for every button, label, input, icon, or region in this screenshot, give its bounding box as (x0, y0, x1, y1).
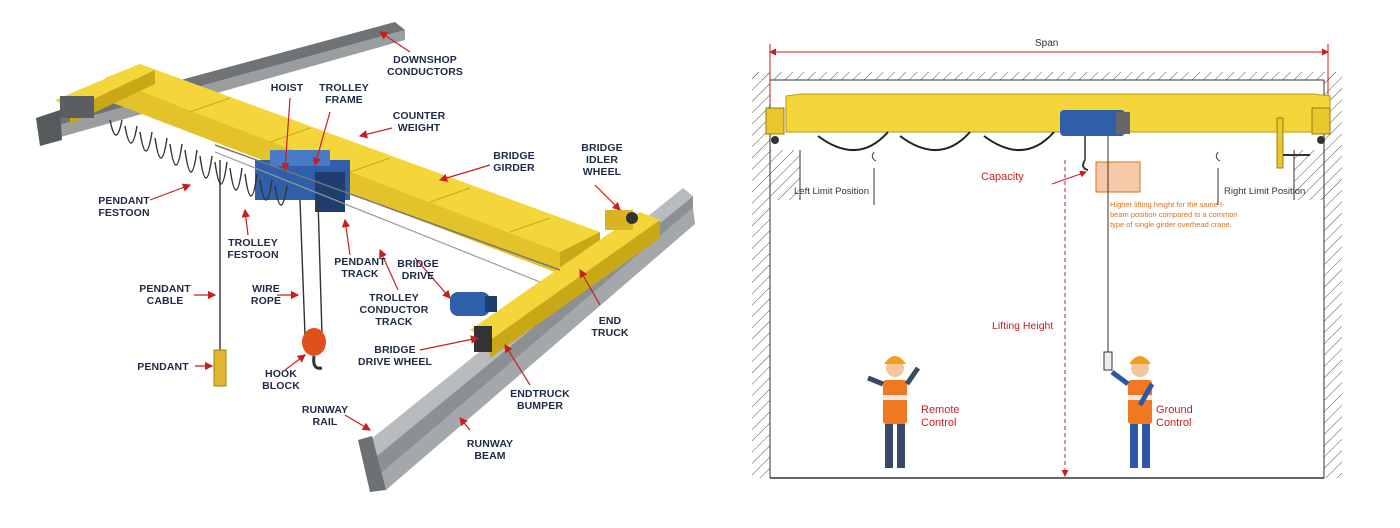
label-downshop-conductors: DOWNSHOP CONDUCTORS (386, 54, 464, 78)
limit-markers (871, 151, 1221, 205)
festoon-loops (109, 119, 288, 206)
label-hook-block: HOOK BLOCK (262, 368, 300, 392)
label-capacity: Capacity (981, 171, 1024, 183)
label-runway-rail: RUNWAY RAIL (301, 404, 349, 428)
ground-pendant (1103, 351, 1113, 371)
label-trolley-frame: TROLLEY FRAME (319, 82, 369, 106)
dimension-illustration (752, 44, 1342, 479)
label-end-truck: END TRUCK (591, 315, 629, 339)
label-trolley-conductor-track: TROLLEY CONDUCTOR TRACK (359, 292, 429, 328)
label-pendant-track: PENDANT TRACK (334, 256, 386, 280)
label-remote-control: Remote Control (921, 404, 960, 429)
ground-worker-figure (1110, 356, 1155, 468)
crane-dimension-diagram: Span Capacity Left Limit Position Right … (740, 0, 1360, 528)
label-runway-beam: RUNWAY BEAM (466, 438, 514, 462)
bridge-drive-motor (450, 292, 497, 316)
label-pendant-festoon: PENDANT FESTOON (98, 195, 150, 219)
label-lifting-note: Higher lifting height for the same I-bea… (1110, 200, 1238, 229)
label-pendant-cable: PENDANT CABLE (139, 283, 191, 307)
label-endtruck-bumper: ENDTRUCK BUMPER (510, 388, 570, 412)
label-hoist: HOIST (270, 82, 304, 94)
hoist-unit (1060, 110, 1130, 171)
near-end-truck (470, 210, 660, 358)
label-bridge-drive: BRIDGE DRIVE (397, 258, 439, 282)
crane-parts-diagram: DOWNSHOP CONDUCTORS HOIST TROLLEY FRAME … (36, 22, 695, 492)
label-lifting-height: Lifting Height (992, 320, 1054, 332)
span-dimension (769, 44, 1329, 104)
label-ground-control: Ground Control (1156, 404, 1193, 429)
label-left-limit: Left Limit Position (794, 186, 869, 197)
label-span: Span (1035, 38, 1059, 49)
capacity-block (1095, 161, 1141, 193)
hoist-trolley (255, 150, 350, 212)
label-wire-rope: WIRE ROPE (250, 283, 282, 307)
label-trolley-festoon: TROLLEY FESTOON (227, 237, 279, 261)
crane-illustration (36, 22, 695, 492)
label-right-limit: Right Limit Position (1224, 186, 1306, 197)
pendant-box (213, 349, 227, 387)
label-pendant: PENDANT (137, 361, 189, 373)
label-bridge-idler-wheel: BRIDGE IDLER WHEEL (581, 142, 623, 178)
hook-block-shape (302, 328, 326, 370)
remote-worker-figure (867, 356, 921, 468)
far-end-truck (55, 64, 155, 124)
label-bridge-girder: BRIDGE GIRDER (493, 150, 535, 174)
label-counter-weight: COUNTER WEIGHT (392, 110, 446, 134)
festoon-cable (817, 131, 1055, 151)
crane-girder (765, 93, 1331, 144)
label-bridge-drive-wheel: BRIDGE DRIVE WHEEL (357, 344, 433, 368)
building-structure (752, 72, 1342, 479)
